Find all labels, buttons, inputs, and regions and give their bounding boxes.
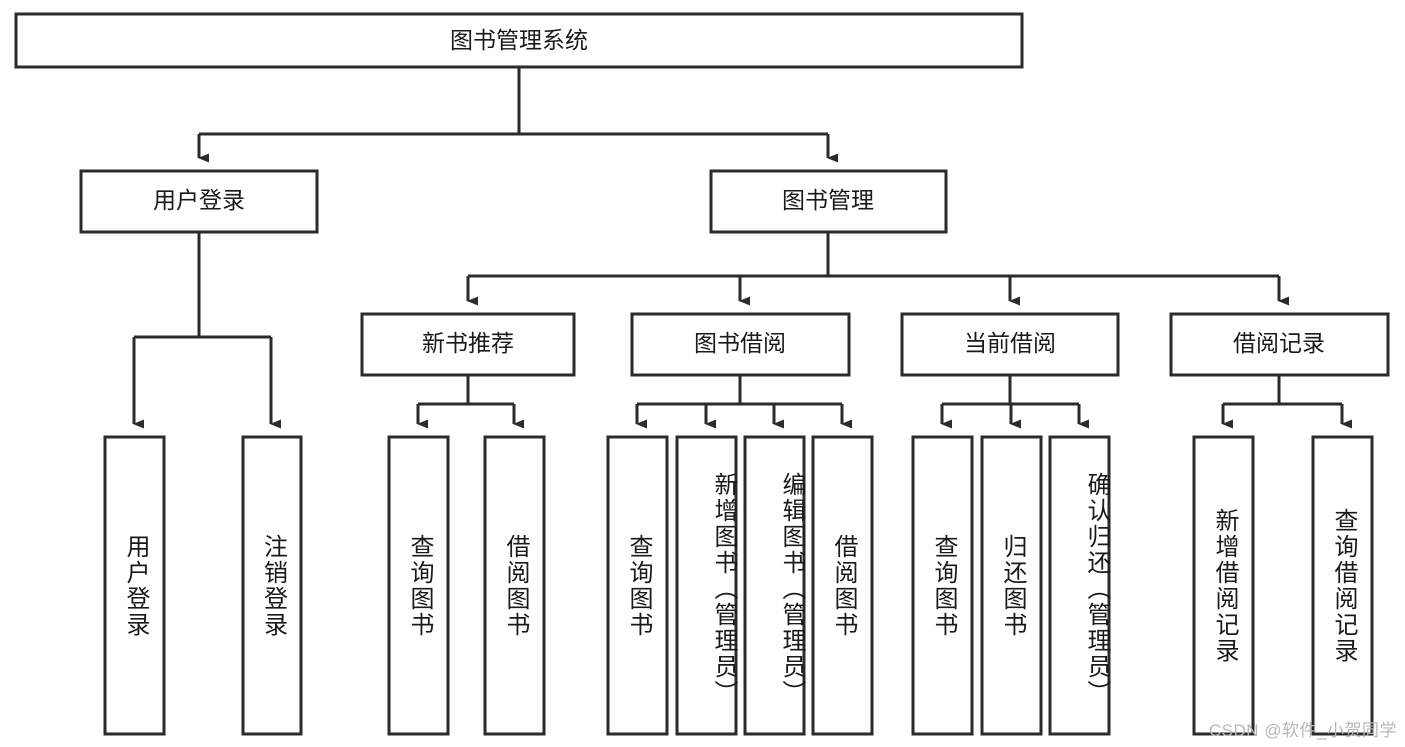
- node-leaf-query-book-borrow[interactable]: [606, 435, 669, 736]
- edge-book-manage-bus: [468, 232, 1279, 278]
- edge-borrow-record-bus: [1223, 375, 1342, 406]
- node-current-borrow-label: 当前借阅: [964, 330, 1056, 356]
- node-user-login-label: 用户登录: [153, 187, 245, 213]
- node-book-manage[interactable]: [709, 169, 948, 234]
- node-borrow-record[interactable]: [1169, 312, 1390, 377]
- node-leaf-return-book[interactable]: [980, 435, 1043, 736]
- edge-current-borrow-bus: [942, 375, 1079, 406]
- node-user-login[interactable]: [79, 169, 319, 234]
- node-new-book-recommend[interactable]: [360, 312, 576, 377]
- node-leaf-logout-login[interactable]: [241, 435, 303, 736]
- edge-book-borrow-bus: [637, 375, 842, 406]
- node-leaf-user-login[interactable]: [103, 435, 166, 736]
- node-book-borrow-label: 图书借阅: [694, 330, 786, 356]
- node-leaf-query-borrow-record[interactable]: [1311, 435, 1374, 736]
- node-new-book-recommend-label: 新书推荐: [422, 330, 514, 356]
- node-root[interactable]: [14, 12, 1024, 69]
- node-borrow-record-label: 借阅记录: [1233, 330, 1325, 356]
- edge-root-bus: [199, 67, 828, 136]
- node-book-manage-label: 图书管理: [782, 187, 874, 213]
- node-layer: 图书管理系统 用户登录 图书管理 新书推荐 图书借阅 当前借阅 借阅记录: [14, 12, 1390, 736]
- node-leaf-query-book-rec[interactable]: [387, 435, 450, 736]
- edge-new-book-recommend-bus: [418, 375, 514, 406]
- node-leaf-query-book-current[interactable]: [911, 435, 974, 736]
- node-leaf-add-book-admin[interactable]: [675, 435, 738, 736]
- node-leaf-add-borrow-record[interactable]: [1192, 435, 1255, 736]
- node-current-borrow[interactable]: [900, 312, 1120, 377]
- edge-user-login-bus: [134, 232, 271, 339]
- connector-layer: [132, 67, 1352, 429]
- watermark-text: CSDN @软件_小贺同学: [1208, 721, 1397, 740]
- node-leaf-confirm-return-admin[interactable]: [1048, 435, 1111, 736]
- node-root-label: 图书管理系统: [450, 27, 588, 53]
- node-leaf-edit-book-admin[interactable]: [743, 435, 806, 736]
- node-leaf-borrow-book[interactable]: [811, 435, 874, 736]
- node-book-borrow[interactable]: [630, 312, 851, 377]
- node-leaf-borrow-book-rec[interactable]: [483, 435, 546, 736]
